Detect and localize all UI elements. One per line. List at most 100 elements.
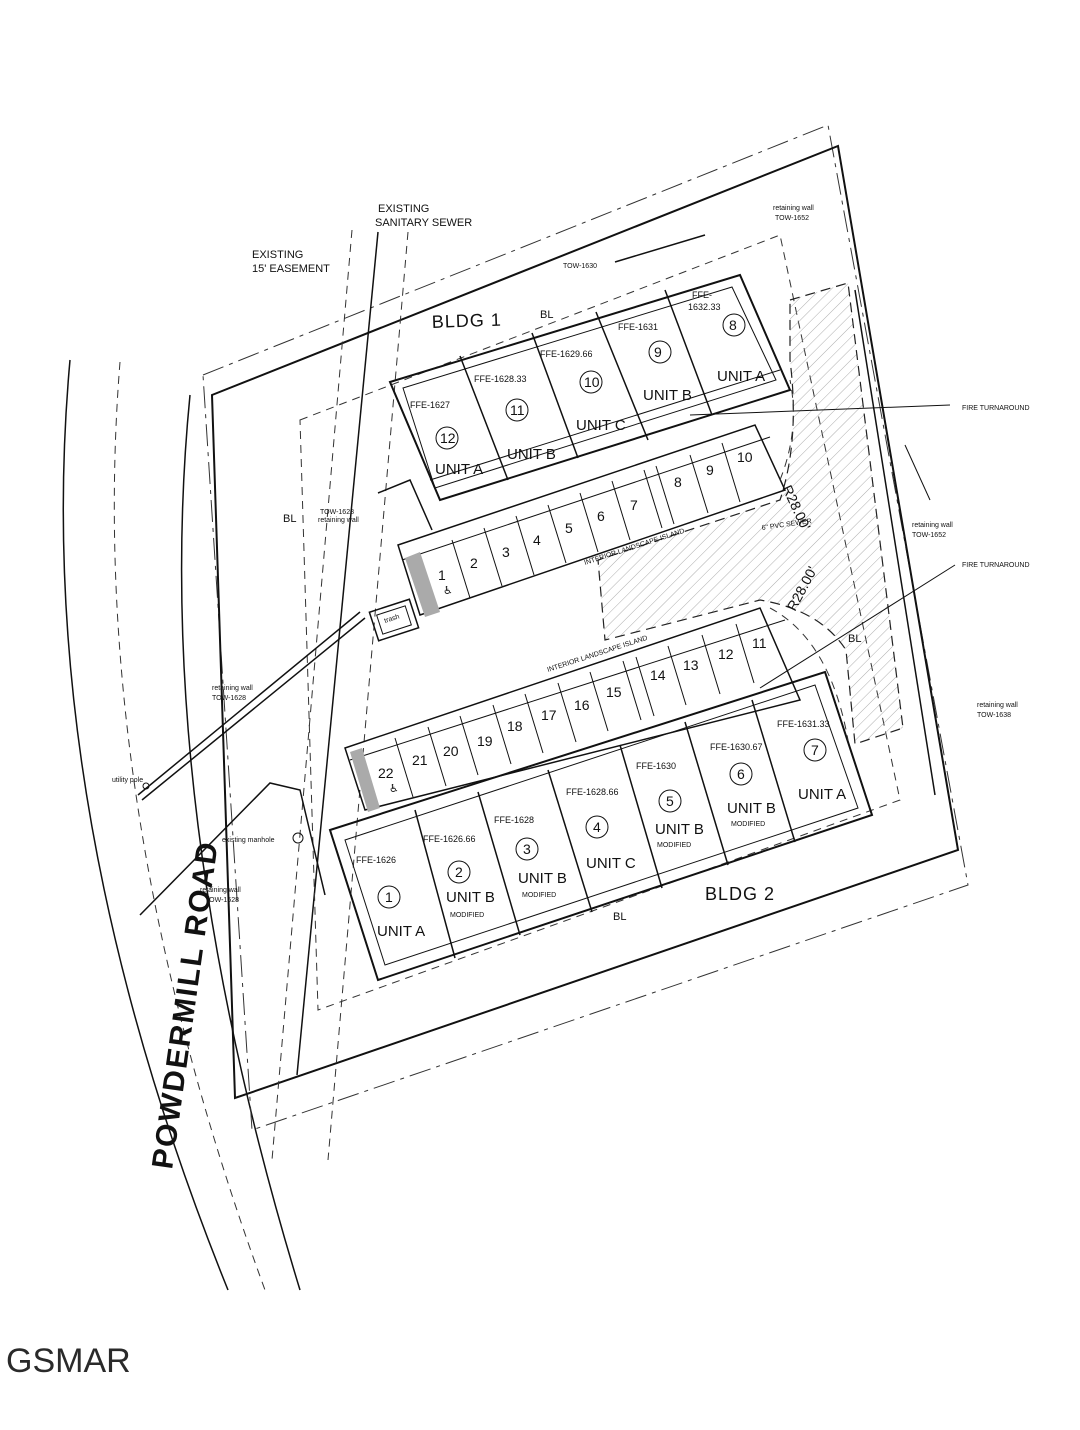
parking-row1-dividers — [451, 442, 741, 599]
parking-row2 — [344, 607, 802, 811]
bldg1-front-line — [429, 369, 781, 481]
svg-text:3: 3 — [523, 841, 531, 857]
existing-sanitary-sewer-line — [296, 231, 379, 1076]
fire-turnaround-label-2: FIRE TURNAROUND — [962, 562, 1030, 569]
svg-text:10: 10 — [584, 374, 600, 390]
stall-6: 6 — [597, 508, 605, 524]
stall-14: 14 — [650, 667, 666, 683]
retaining-wall-entry-2 — [141, 617, 366, 801]
bldg1-unit-10: FFE-1629.66 10 UNIT C — [540, 349, 626, 434]
bldg1-title: BLDG 1 — [431, 310, 502, 332]
svg-text:UNIT B: UNIT B — [518, 870, 567, 887]
existing-sewer-label-1: EXISTING — [378, 203, 429, 215]
turnaround-radius-north — [779, 379, 794, 481]
svg-text:UNIT C: UNIT C — [586, 855, 636, 872]
bldg1-unit-12: FFE-1627 12 UNIT A — [410, 400, 483, 478]
road-edge-east — [180, 394, 301, 1291]
tow-label-se: TOW-1638 — [977, 712, 1011, 719]
tow-label-east: TOW-1652 — [912, 532, 946, 539]
svg-text:UNIT B: UNIT B — [655, 821, 704, 838]
retaining-wall-label-ne: retaining wall — [773, 205, 814, 212]
fire-turnaround-area — [597, 282, 904, 745]
svg-text:FFE-1630: FFE-1630 — [636, 761, 676, 771]
gsmar-logo: GSMAR — [6, 1342, 131, 1380]
bldg2-unit-6: FFE-1630.67 6 UNIT B MODIFIED — [710, 742, 776, 828]
retaining-wall-east — [854, 289, 936, 796]
stall-18: 18 — [507, 718, 523, 734]
bldg2-unit-3: FFE-1628 3 UNIT B MODIFIED — [494, 815, 567, 899]
bldg2-unit-1: FFE-1626 1 UNIT A — [356, 855, 425, 940]
existing-sewer-label-2: SANITARY SEWER — [375, 217, 472, 229]
svg-text:FFE-1630.67: FFE-1630.67 — [710, 742, 763, 752]
svg-text:FFE-1628.33: FFE-1628.33 — [474, 374, 527, 384]
svg-text:UNIT B: UNIT B — [643, 387, 692, 404]
trash-enclosure-inner — [376, 605, 412, 635]
bl-label-south: BL — [613, 911, 626, 923]
svg-text:UNIT A: UNIT A — [717, 368, 765, 385]
svg-text:UNIT A: UNIT A — [377, 923, 425, 940]
stall-17: 17 — [541, 707, 557, 723]
parking-row2-curb — [349, 619, 786, 761]
bldg1-wall-10 — [531, 332, 579, 459]
tow-label-south: TOW-1628 — [205, 897, 239, 904]
accessible-stall-1 — [405, 552, 440, 617]
parking-row1-curb — [401, 436, 771, 561]
bldg2-unit-2: FFE-1626.66 2 UNIT B MODIFIED — [423, 834, 495, 919]
svg-text:4: 4 — [593, 819, 601, 835]
retaining-wall-northeast — [614, 234, 706, 263]
easement-line-west — [271, 229, 353, 1161]
accessible-symbol-22: ♿ — [389, 783, 399, 795]
bldg1-footprint — [388, 273, 792, 502]
accessible-symbol-1: ♿ — [443, 585, 453, 597]
stall-8: 8 — [674, 474, 682, 490]
svg-text:FFE-1629.66: FFE-1629.66 — [540, 349, 593, 359]
stall-16: 16 — [574, 697, 590, 713]
trash-label: trash — [383, 613, 400, 624]
svg-text:UNIT B: UNIT B — [446, 889, 495, 906]
property-line — [202, 124, 969, 1131]
bldg2-wall-4 — [547, 769, 593, 913]
bldg1-wall-11 — [459, 355, 509, 481]
setback-line — [299, 234, 901, 1011]
svg-text:7: 7 — [811, 742, 819, 758]
stall-2: 2 — [470, 555, 478, 571]
leader-fire-turnaround-1 — [689, 404, 951, 416]
stall-1: 1 — [438, 567, 446, 583]
svg-text:FFE-1627: FFE-1627 — [410, 400, 450, 410]
easement-line-east — [327, 231, 409, 1161]
parking-row1-numbers: 1 2 3 4 5 6 7 8 9 10 — [438, 449, 753, 583]
tow-label-entry: TOW-1628 — [212, 695, 246, 702]
stall-15: 15 — [606, 684, 622, 700]
stall-19: 19 — [477, 733, 493, 749]
retaining-wall-entry — [137, 611, 361, 796]
retaining-wall-label-entry: retaining wall — [212, 685, 253, 692]
stall-13: 13 — [683, 657, 699, 673]
bl-label-east: BL — [848, 633, 861, 645]
svg-text:MODIFIED: MODIFIED — [657, 842, 691, 849]
svg-text:UNIT A: UNIT A — [798, 786, 846, 803]
stall-22: 22 — [378, 765, 394, 781]
bldg2-wall-3 — [477, 791, 521, 936]
existing-manhole-label: existing manhole — [222, 837, 275, 844]
parking-row2-dividers — [394, 623, 755, 798]
svg-text:2: 2 — [455, 864, 463, 880]
trash-enclosure — [368, 598, 420, 642]
svg-text:FFE-1631: FFE-1631 — [618, 322, 658, 332]
svg-text:FFE-1628: FFE-1628 — [494, 815, 534, 825]
road-centerline — [113, 361, 266, 1291]
stall-21: 21 — [412, 752, 428, 768]
bldg2-title: BLDG 2 — [705, 884, 775, 904]
turnaround-radius-south — [769, 607, 849, 741]
svg-text:UNIT B: UNIT B — [727, 800, 776, 817]
bldg2-footprint-inner — [344, 684, 859, 966]
svg-text:FFE-: FFE- — [692, 290, 712, 300]
tow-label-north: TOW-1630 — [563, 263, 597, 270]
bldg2-wall-7 — [751, 699, 796, 843]
bldg1-unit-11: FFE-1628.33 11 UNIT B — [474, 374, 556, 463]
easement-label-2: 15' EASEMENT — [252, 263, 330, 275]
svg-text:MODIFIED: MODIFIED — [522, 892, 556, 899]
svg-text:1632.33: 1632.33 — [688, 302, 721, 312]
svg-text:MODIFIED: MODIFIED — [731, 821, 765, 828]
retaining-wall-label-bldg1: retaining wall — [318, 517, 359, 524]
